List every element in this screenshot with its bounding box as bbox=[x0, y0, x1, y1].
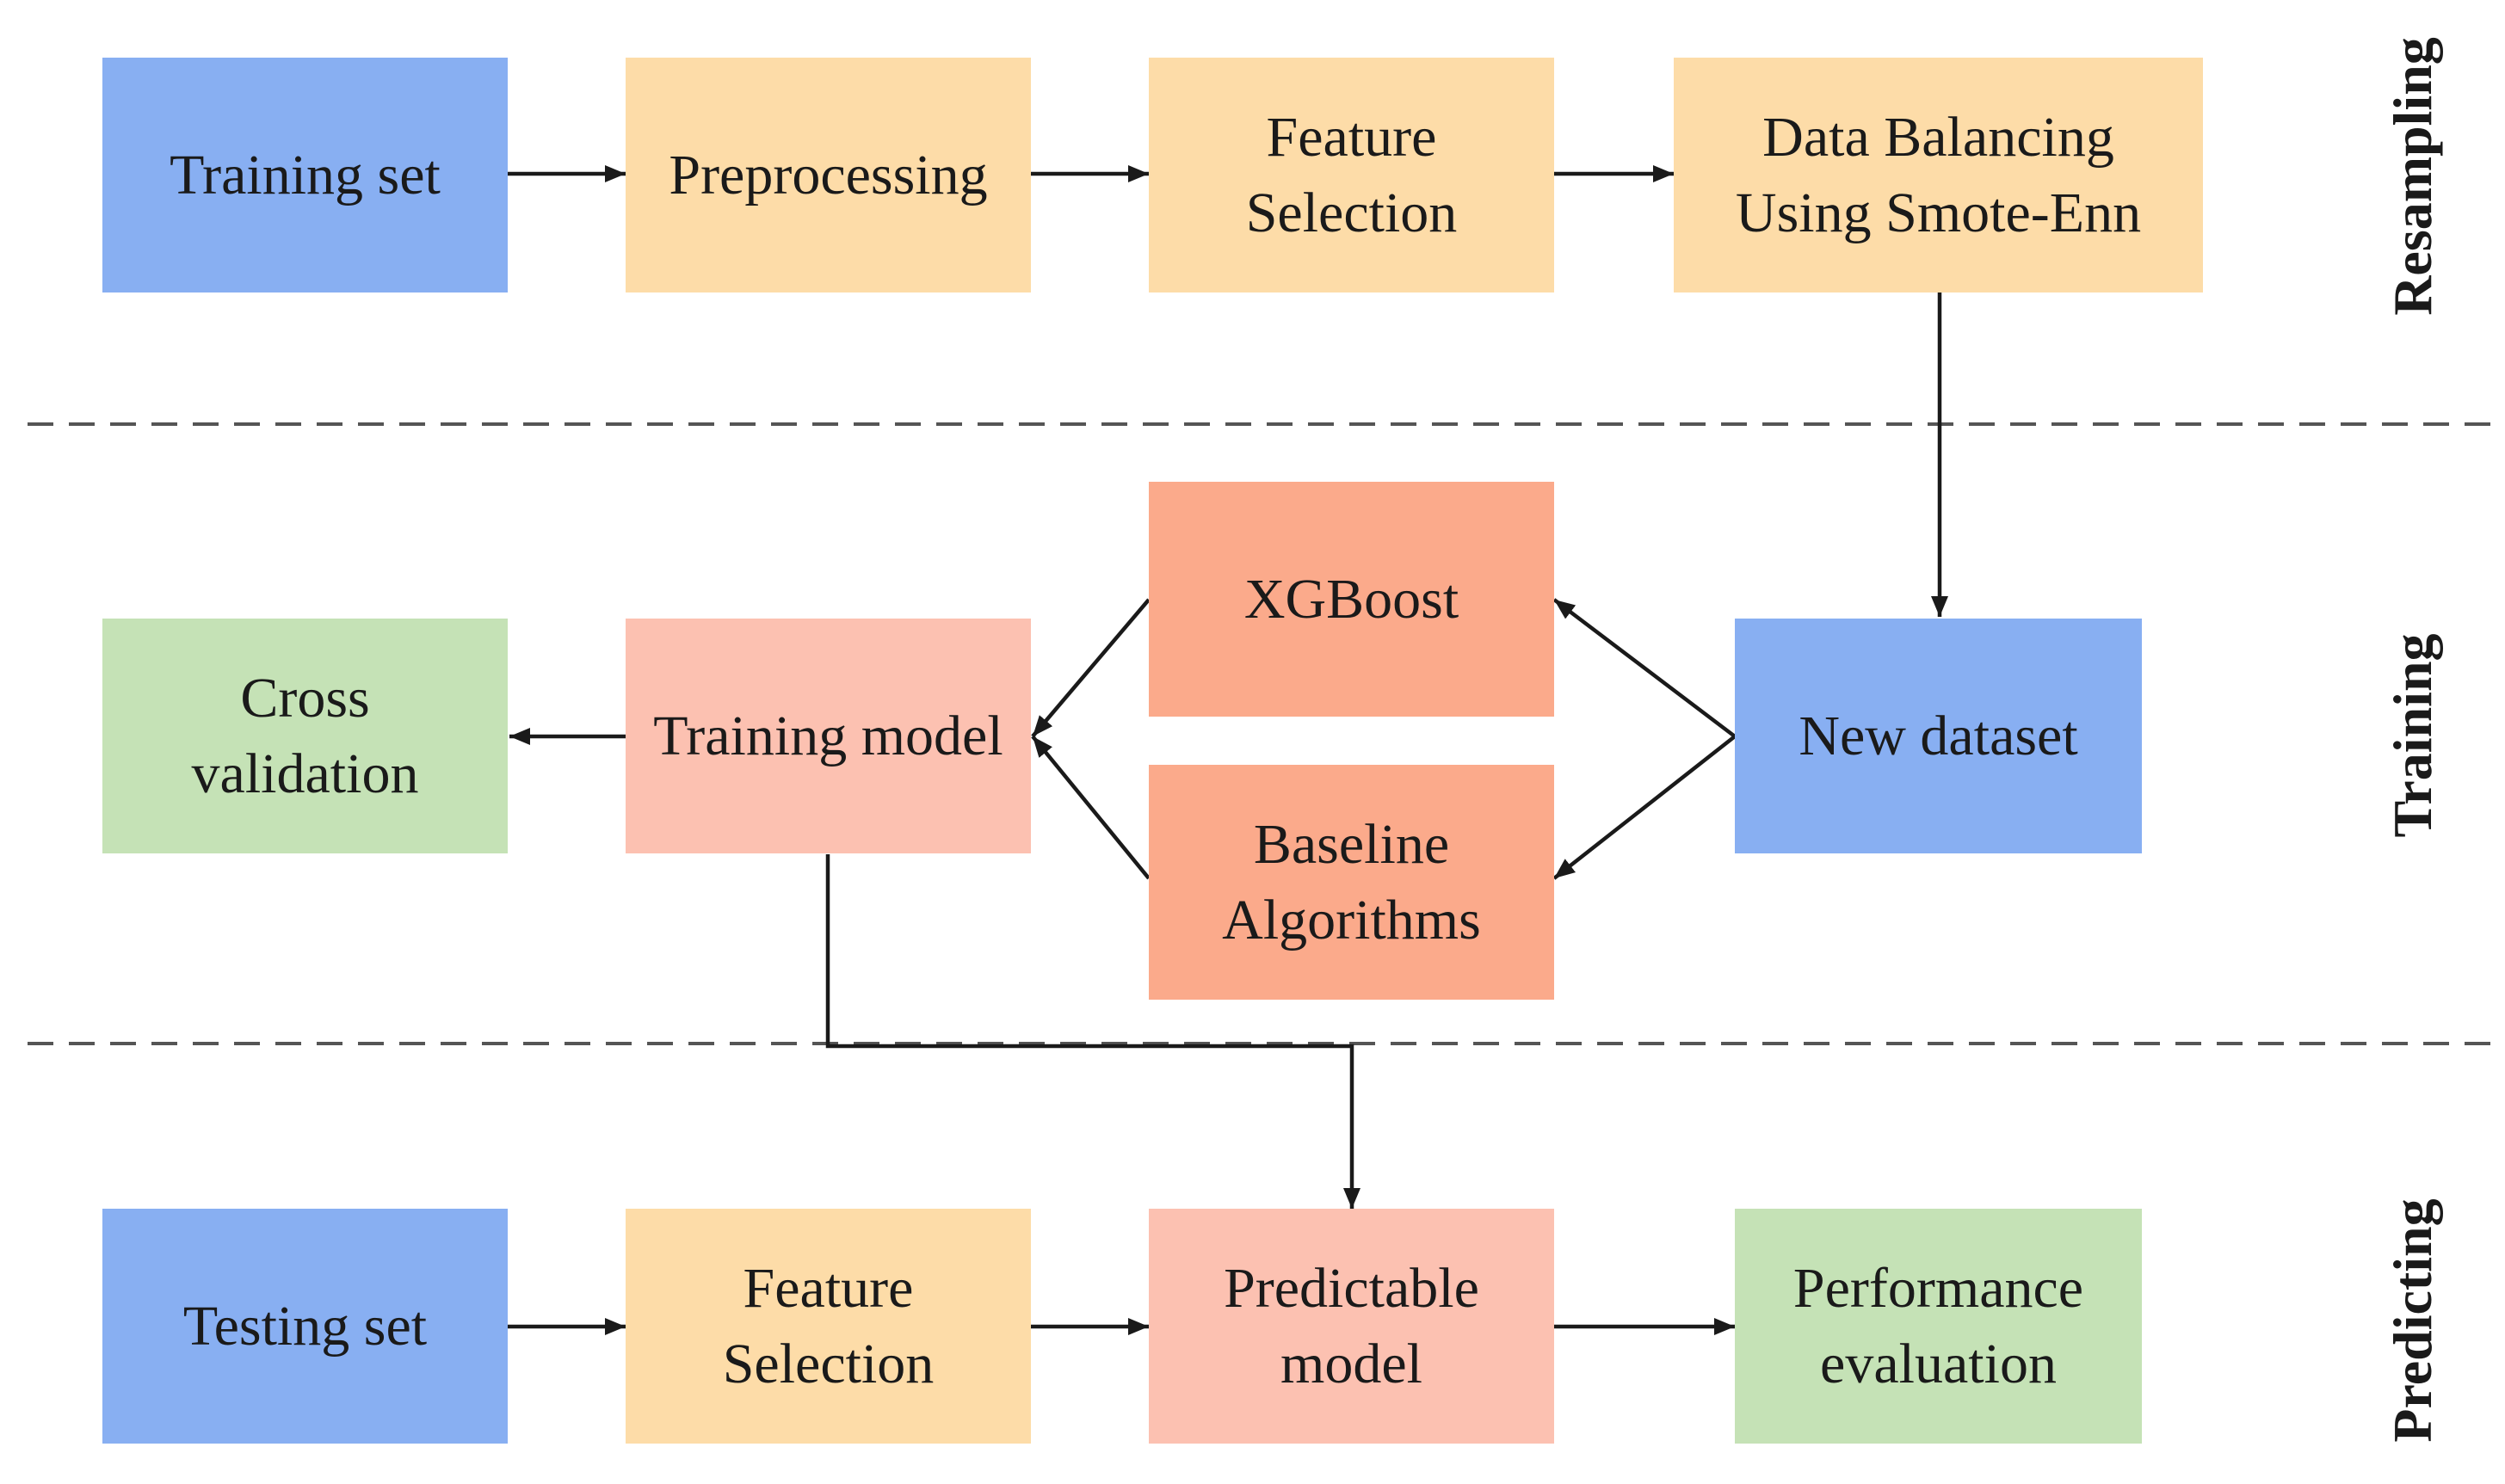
section-label-resampling: Resampling bbox=[2382, 37, 2443, 316]
predictable-model-box: Predictable model bbox=[1149, 1209, 1554, 1444]
feature-selection-bottom-box: Feature Selection bbox=[626, 1209, 1031, 1444]
preprocessing-box: Preprocessing bbox=[626, 58, 1031, 292]
performance-evaluation-box: Performance evaluation bbox=[1735, 1209, 2142, 1444]
baseline-algorithms-box: Baseline Algorithms bbox=[1149, 765, 1554, 1000]
feature-selection-top-box: Feature Selection bbox=[1149, 58, 1554, 292]
baseline-algorithms-label: Baseline Algorithms bbox=[1222, 812, 1481, 951]
data-balancing-label: Data Balancing Using Smote-Enn bbox=[1735, 105, 2142, 244]
predictable-model-label: Predictable model bbox=[1224, 1256, 1479, 1395]
section-label-training: Training bbox=[2382, 633, 2443, 838]
new-dataset-box: New dataset bbox=[1735, 619, 2142, 853]
preprocessing-label: Preprocessing bbox=[669, 143, 988, 206]
xgboost-box: XGBoost bbox=[1149, 482, 1554, 717]
cross-validation-box: Cross validation bbox=[102, 619, 508, 853]
training-model-label: Training model bbox=[653, 704, 1003, 767]
arrow-baseline-trainingmodel bbox=[1031, 735, 1151, 880]
performance-evaluation-label: Performance evaluation bbox=[1792, 1256, 2084, 1395]
xgboost-label: XGBoost bbox=[1243, 567, 1459, 631]
training-set-label: Training set bbox=[170, 143, 441, 206]
training-set-box: Training set bbox=[102, 58, 508, 292]
new-dataset-label: New dataset bbox=[1799, 704, 2078, 767]
section-label-predicting: Predicting bbox=[2382, 1198, 2443, 1443]
data-balancing-box: Data Balancing Using Smote-Enn bbox=[1674, 58, 2203, 292]
feature-selection-top-label: Feature Selection bbox=[1245, 105, 1458, 244]
arrow-trainingmodel-predictablemodel bbox=[825, 854, 1360, 1209]
training-model-box: Training model bbox=[626, 619, 1031, 853]
feature-selection-bottom-label: Feature Selection bbox=[722, 1256, 935, 1395]
testing-set-label: Testing set bbox=[182, 1294, 428, 1358]
arrow-newdataset-xgboost bbox=[1552, 598, 1737, 738]
arrow-xgboost-trainingmodel bbox=[1031, 598, 1151, 738]
testing-set-box: Testing set bbox=[102, 1209, 508, 1444]
arrow-newdataset-baseline bbox=[1552, 735, 1737, 880]
cross-validation-label: Cross validation bbox=[191, 666, 419, 805]
